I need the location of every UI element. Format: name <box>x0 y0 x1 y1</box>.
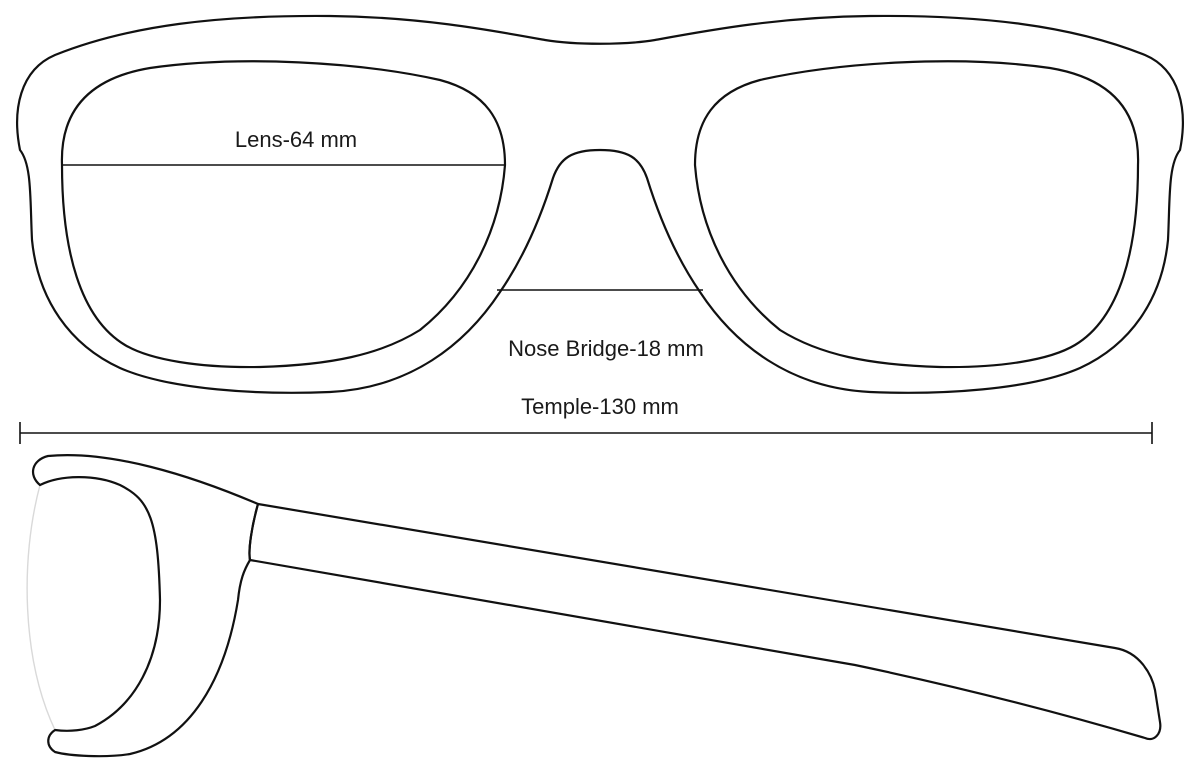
bridge-label: Nose Bridge-18 mm <box>508 336 704 361</box>
hinge-seam <box>248 502 260 562</box>
right-lens <box>693 60 1140 369</box>
frame-outline <box>16 14 1184 394</box>
temple-label: Temple-130 mm <box>521 394 679 419</box>
side-view <box>26 454 1162 758</box>
lens-label: Lens-64 mm <box>235 127 357 152</box>
front-view: Lens-64 mm Nose Bridge-18 mm <box>16 14 1184 394</box>
temple-measurement: Temple-130 mm <box>19 394 1153 444</box>
side-lens-edge <box>26 484 56 731</box>
temple-arm <box>248 502 1162 741</box>
side-frame-outline <box>31 454 260 758</box>
left-lens <box>60 60 507 369</box>
